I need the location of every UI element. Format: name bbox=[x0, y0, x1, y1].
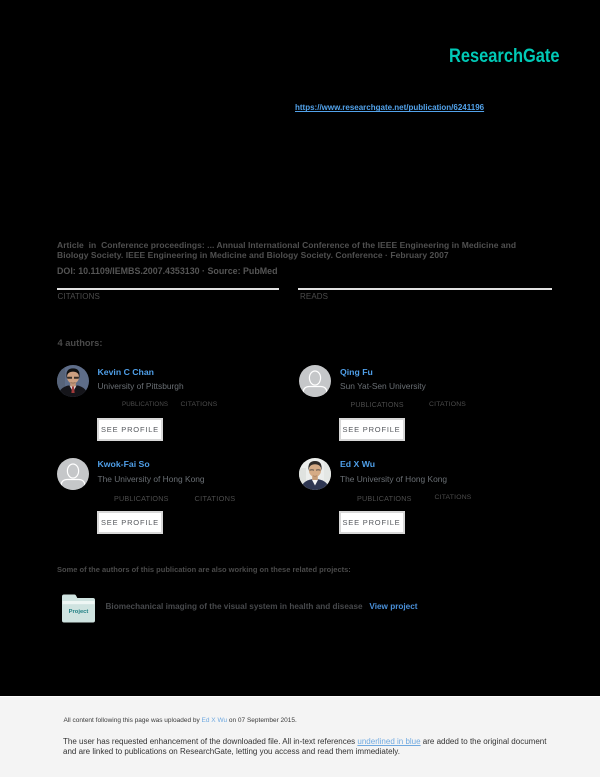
svg-text:Project: Project bbox=[69, 609, 89, 615]
